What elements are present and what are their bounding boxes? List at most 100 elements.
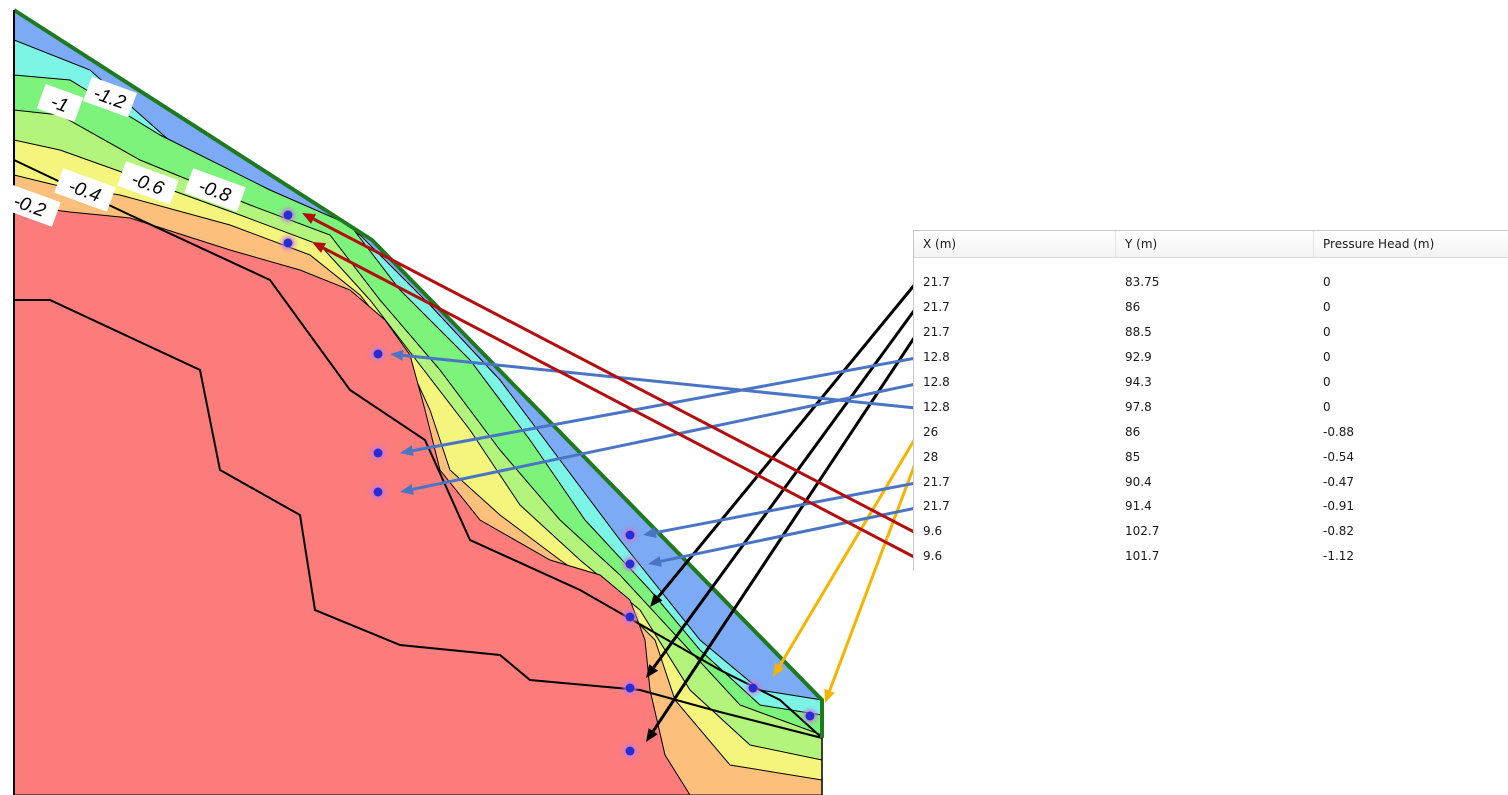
arrow-shaft bbox=[660, 506, 917, 563]
measurement-point[interactable] bbox=[625, 612, 635, 622]
cell-pressure-head: 0 bbox=[1323, 275, 1331, 290]
measurement-point[interactable] bbox=[625, 683, 635, 693]
cell-x: 21.7 bbox=[923, 499, 950, 514]
table-row[interactable]: 21.7 86 0 bbox=[914, 295, 1508, 320]
cell-pressure-head: 0 bbox=[1323, 300, 1331, 315]
arrow-head bbox=[646, 664, 659, 678]
cell-x: 21.7 bbox=[923, 300, 950, 315]
arrow-head bbox=[312, 242, 327, 253]
cell-x: 12.8 bbox=[923, 375, 950, 389]
cell-pressure-head: 0 bbox=[1323, 399, 1331, 414]
cell-y: 85 bbox=[1125, 449, 1141, 464]
cell-y: 91.4 bbox=[1125, 499, 1152, 514]
boundary-line-lower bbox=[14, 299, 823, 739]
arrow-shaft bbox=[312, 217, 917, 535]
cell-y: 83.75 bbox=[1125, 275, 1160, 290]
cell-y: 88.5 bbox=[1125, 325, 1152, 340]
measurement-point[interactable] bbox=[625, 746, 635, 756]
cell-x: 12.8 bbox=[923, 350, 950, 365]
cell-x: 12.8 bbox=[923, 399, 950, 414]
measurement-point[interactable] bbox=[805, 711, 815, 721]
arrow-head bbox=[302, 213, 317, 224]
cell-y: 101.7 bbox=[1125, 549, 1160, 564]
arrow-head bbox=[643, 527, 657, 538]
link-arrow bbox=[643, 481, 917, 538]
measurement-point[interactable] bbox=[373, 487, 383, 497]
cell-x: 9.6 bbox=[923, 524, 943, 539]
arrow-shaft bbox=[657, 282, 918, 598]
cell-pressure-head: -0.88 bbox=[1323, 424, 1355, 439]
link-arrow bbox=[648, 506, 917, 567]
link-arrows bbox=[302, 213, 918, 742]
results-table: X (m) Y (m) Pressure Head (m) 21.7 83.75 0… bbox=[913, 230, 1508, 571]
arrow-head bbox=[646, 728, 658, 742]
table-row[interactable]: 26 86 -0.88 bbox=[914, 419, 1508, 444]
cell-x: 9.6 bbox=[923, 549, 943, 564]
link-arrow bbox=[312, 242, 917, 560]
arrow-shaft bbox=[322, 246, 917, 560]
link-arrow bbox=[650, 282, 918, 607]
link-arrow bbox=[400, 356, 917, 457]
zone-red bbox=[14, 204, 691, 795]
arrow-shaft bbox=[412, 356, 917, 453]
arrow-shaft bbox=[412, 382, 917, 491]
cell-y: 86 bbox=[1125, 424, 1141, 439]
contour-label: -1 bbox=[48, 92, 71, 118]
cell-x: 26 bbox=[923, 424, 939, 439]
arrow-head bbox=[650, 593, 663, 607]
arrow-shaft bbox=[655, 481, 917, 535]
cell-pressure-head: -0.82 bbox=[1323, 524, 1355, 539]
slope-outline bbox=[12, 8, 824, 795]
arrow-shaft bbox=[651, 334, 918, 732]
cell-y: 92.9 bbox=[1125, 350, 1152, 365]
table-row[interactable]: 28 85 -0.54 bbox=[914, 444, 1508, 469]
measurement-point[interactable] bbox=[625, 559, 635, 569]
measurement-point[interactable] bbox=[373, 349, 383, 359]
link-arrow bbox=[302, 213, 917, 535]
measurement-point[interactable] bbox=[373, 448, 383, 458]
cell-pressure-head: -0.54 bbox=[1323, 449, 1355, 464]
cell-x: 28 bbox=[923, 449, 939, 464]
cell-pressure-head: 0 bbox=[1323, 325, 1331, 340]
column-header-pressure-head[interactable]: Pressure Head (m) bbox=[1323, 237, 1435, 251]
cell-y: 94.3 bbox=[1125, 375, 1152, 389]
table-body: 21.7 83.75 0 21.7 86 0 21.7 88.5 0 12.8 92.9 0 1… bbox=[914, 258, 1508, 569]
cell-y: 86 bbox=[1125, 300, 1141, 315]
arrow-head bbox=[400, 483, 414, 495]
link-arrow bbox=[824, 460, 918, 703]
link-arrow bbox=[390, 349, 917, 410]
arrow-head bbox=[824, 688, 835, 703]
arrow-shaft bbox=[828, 460, 918, 692]
arrow-head bbox=[773, 663, 785, 677]
measurement-point[interactable] bbox=[283, 238, 293, 248]
table-row[interactable]: 9.6 101.7 -1.12 bbox=[914, 544, 1508, 569]
link-arrow bbox=[400, 382, 917, 495]
link-arrow bbox=[773, 436, 918, 677]
arrow-head bbox=[648, 555, 662, 567]
cell-pressure-head: -1.12 bbox=[1323, 549, 1355, 564]
column-header-x[interactable]: X (m) bbox=[914, 231, 1116, 257]
measurement-point[interactable] bbox=[748, 683, 758, 693]
pressure-head-contours bbox=[14, 10, 822, 795]
contour-labels: -1.2 -1 -0.8 -0.6 -0.4 -0.2 bbox=[0, 76, 246, 227]
cell-y: 90.4 bbox=[1125, 474, 1152, 489]
measurement-point[interactable] bbox=[625, 530, 635, 540]
link-arrow bbox=[646, 334, 918, 742]
link-arrow bbox=[646, 307, 918, 678]
column-header-y[interactable]: Y (m) bbox=[1116, 231, 1314, 257]
cell-y: 102.7 bbox=[1125, 524, 1160, 539]
table-row[interactable]: 9.6 102.7 -0.82 bbox=[914, 519, 1508, 544]
measurement-points bbox=[281, 208, 817, 758]
table-row[interactable]: 12.8 97.8 0 bbox=[914, 394, 1508, 419]
cell-y: 97.8 bbox=[1125, 399, 1152, 414]
cell-pressure-head: -0.91 bbox=[1323, 499, 1355, 514]
cell-x: 21.7 bbox=[923, 474, 950, 489]
table-row[interactable]: 21.7 91.4 -0.91 bbox=[914, 494, 1508, 519]
measurement-point[interactable] bbox=[283, 210, 293, 220]
